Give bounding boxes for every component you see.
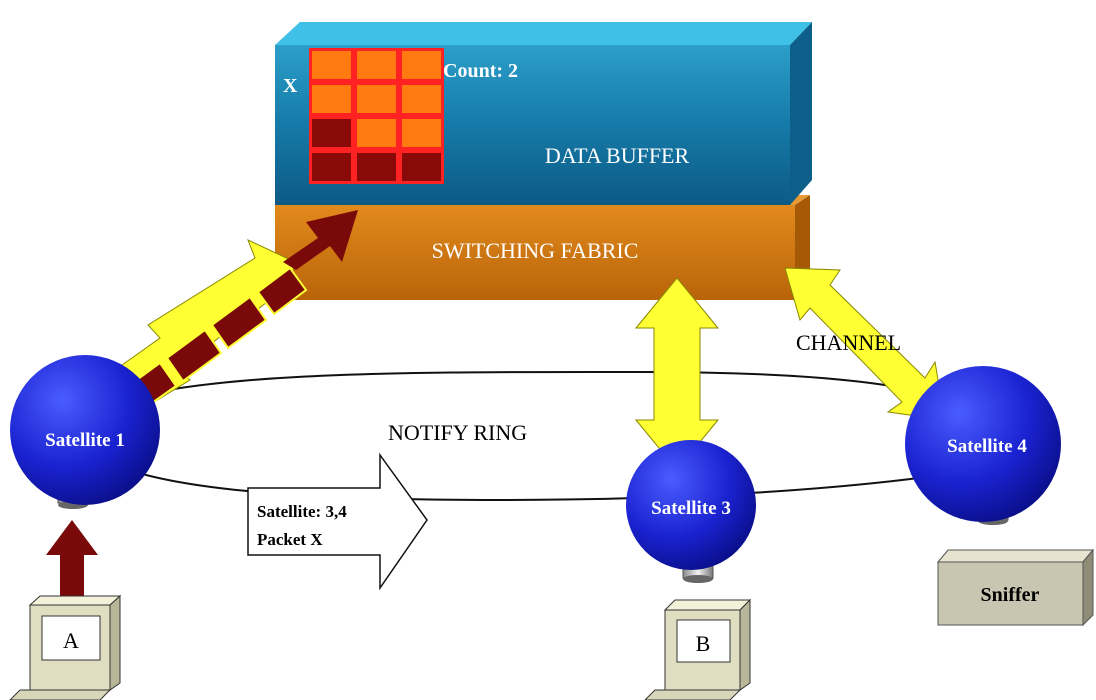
- satellite-4-label: Satellite 4: [947, 436, 1027, 457]
- buffer-cell: [312, 153, 351, 181]
- buffer-cell: [357, 51, 396, 79]
- packet-path-arrow: [110, 210, 358, 422]
- buffer-cell: [312, 85, 351, 113]
- buffer-count-label: Count: 2: [443, 60, 518, 82]
- buffer-cell: [312, 51, 351, 79]
- data-buffer: DATA BUFFER Count: 2 X: [275, 22, 812, 205]
- buffer-cell: [402, 153, 441, 181]
- data-buffer-label: DATA BUFFER: [545, 143, 690, 168]
- notification-arrow: Satellite: 3,4 Packet X: [247, 452, 428, 591]
- notification-line-2: Packet X: [257, 530, 323, 549]
- buffer-cell: [402, 51, 441, 79]
- channel-arrow-satellite-3: [634, 277, 720, 471]
- satellite-4: Satellite 4: [905, 366, 1061, 525]
- buffer-cell-grid: [309, 48, 444, 184]
- sniffer-device: Sniffer: [936, 548, 1095, 627]
- packet-marker-label: X: [283, 75, 298, 97]
- buffer-cell: [402, 119, 441, 147]
- buffer-cell: [312, 119, 351, 147]
- satellite-1-label: Satellite 1: [45, 430, 125, 451]
- satellite-1: Satellite 1: [10, 355, 160, 509]
- buffer-cell: [357, 85, 396, 113]
- buffer-cell: [357, 119, 396, 147]
- host-b-label: B: [696, 631, 711, 656]
- switching-fabric-label: SWITCHING FABRIC: [432, 238, 639, 263]
- host-a-label: A: [63, 628, 79, 653]
- host-a-computer: A: [9, 594, 122, 700]
- sniffer-label: Sniffer: [981, 584, 1040, 606]
- notify-ring: [94, 370, 976, 502]
- satellite-3-label: Satellite 3: [651, 498, 731, 519]
- notification-line-1: Satellite: 3,4: [257, 502, 347, 521]
- host-a-uplink-arrow: [46, 520, 98, 600]
- switching-fabric: SWITCHING FABRIC: [275, 195, 810, 300]
- notify-ring-label: NOTIFY RING: [388, 420, 527, 445]
- buffer-cell: [402, 85, 441, 113]
- host-b-computer: B: [644, 598, 752, 700]
- satellite-3: Satellite 3: [626, 440, 756, 583]
- channel-label: CHANNEL: [796, 330, 901, 355]
- buffer-cell: [357, 153, 396, 181]
